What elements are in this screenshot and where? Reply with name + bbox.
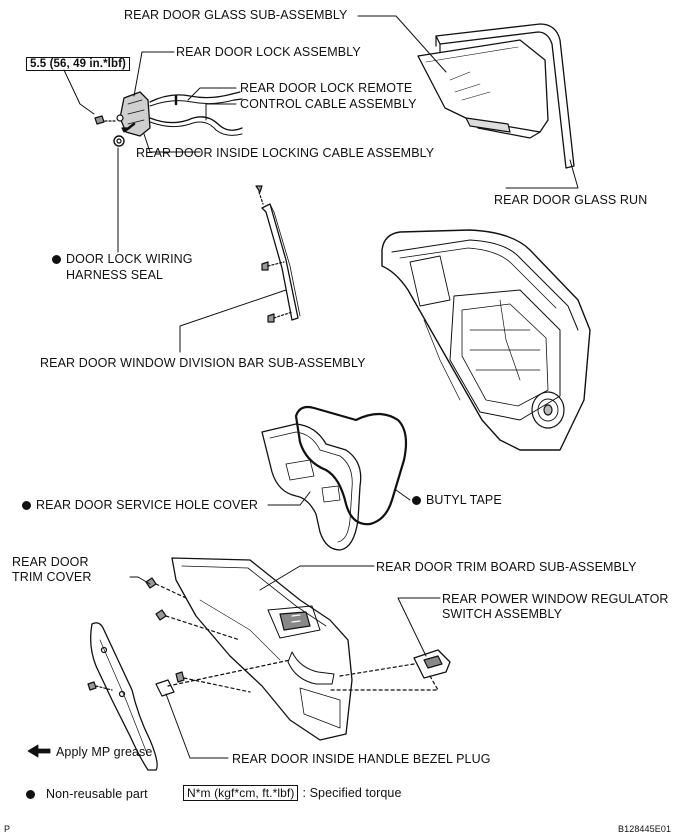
label-switch-line2: SWITCH ASSEMBLY xyxy=(442,607,563,621)
non-reusable-dot-icon xyxy=(26,790,35,799)
legend-torque: N*m (kgf*cm, ft.*lbf): Specified torque xyxy=(183,785,402,801)
rear-door-lock-drawing xyxy=(94,91,151,147)
label-glass: REAR DOOR GLASS SUB-ASSEMBLY xyxy=(124,8,348,22)
footer-page-letter: P xyxy=(4,824,11,834)
footer-figure-code: B128445E01 xyxy=(618,824,672,834)
leader-lines xyxy=(63,15,579,759)
torque-value: 5.5 (56, 49 in.*lbf) xyxy=(26,57,130,71)
rear-door-glass-run-drawing xyxy=(435,23,575,169)
label-service-hole-cover: REAR DOOR SERVICE HOLE COVER xyxy=(22,498,258,513)
label-trim-cover-line1: REAR DOOR xyxy=(12,555,89,569)
bezel-plug-drawing xyxy=(155,659,291,697)
legend-torque-unit: N*m (kgf*cm, ft.*lbf) xyxy=(183,785,299,801)
trim-cover-drawing xyxy=(87,622,158,771)
grease-arrow-icon xyxy=(27,744,51,758)
legend-torque-desc: : Specified torque xyxy=(302,786,402,800)
label-harness-seal-line2: HARNESS SEAL xyxy=(66,268,164,282)
window-switch-drawing xyxy=(329,649,451,691)
label-remote-cable-line2: CONTROL CABLE ASSEMBLY xyxy=(240,97,417,111)
label-switch-line1: REAR POWER WINDOW REGULATOR xyxy=(442,592,669,606)
service-hole-cover-drawing xyxy=(261,423,362,551)
butyl-tape-drawing xyxy=(294,405,408,526)
label-service-hole-cover-text: REAR DOOR SERVICE HOLE COVER xyxy=(36,498,259,512)
legend-nonreusable-text: Non-reusable part xyxy=(46,787,148,801)
legend-grease-text: Apply MP grease xyxy=(56,745,153,759)
division-bar-drawing xyxy=(255,185,301,323)
label-trim-cover-line2: TRIM COVER xyxy=(12,570,92,584)
rear-door-frame-drawing xyxy=(381,229,591,451)
label-inside-cable: REAR DOOR INSIDE LOCKING CABLE ASSEMBLY xyxy=(136,146,435,160)
label-trim-board: REAR DOOR TRIM BOARD SUB-ASSEMBLY xyxy=(376,560,637,574)
non-reusable-dot-icon xyxy=(52,255,61,264)
legend-nonreusable: Non-reusable part xyxy=(26,787,148,802)
label-lock: REAR DOOR LOCK ASSEMBLY xyxy=(176,45,361,59)
label-division-bar: REAR DOOR WINDOW DIVISION BAR SUB-ASSEMB… xyxy=(40,356,366,370)
label-butyl-tape: BUTYL TAPE xyxy=(412,493,502,508)
label-harness-seal-text: DOOR LOCK WIRING xyxy=(66,252,193,266)
label-bezel-plug: REAR DOOR INSIDE HANDLE BEZEL PLUG xyxy=(232,752,491,766)
lock-cables-drawing xyxy=(149,91,243,136)
rear-door-glass-drawing xyxy=(417,39,549,139)
trim-board-clips-drawing xyxy=(145,577,251,693)
trim-board-drawing xyxy=(171,557,353,741)
label-glass-run: REAR DOOR GLASS RUN xyxy=(494,193,648,207)
non-reusable-dot-icon xyxy=(412,496,421,505)
label-harness-seal-line1: DOOR LOCK WIRING xyxy=(52,252,193,267)
torque-value-box: 5.5 (56, 49 in.*lbf) xyxy=(26,56,130,72)
label-remote-cable-line1: REAR DOOR LOCK REMOTE xyxy=(240,81,413,95)
label-butyl-tape-text: BUTYL TAPE xyxy=(426,493,502,507)
non-reusable-dot-icon xyxy=(22,501,31,510)
